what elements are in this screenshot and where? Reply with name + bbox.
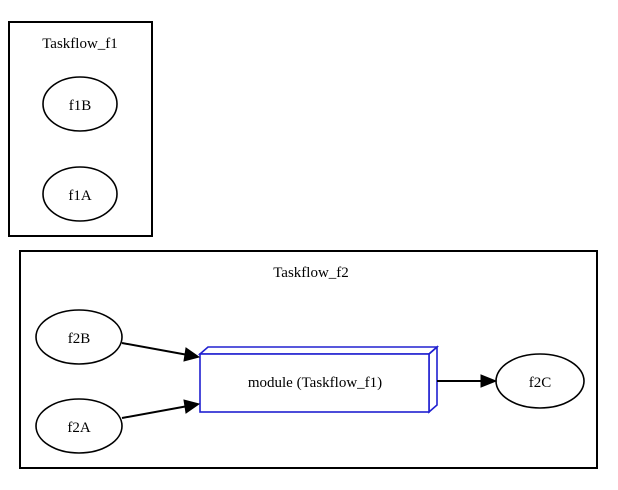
node-f2C-label: f2C xyxy=(529,375,552,391)
node-f2A-label: f2A xyxy=(67,420,90,436)
cluster-taskflow-f2: Taskflow_f2 xyxy=(19,250,598,469)
node-f1B[interactable]: f1B xyxy=(42,76,118,132)
node-f1B-shape[interactable] xyxy=(42,76,118,132)
node-f1A[interactable]: f1A xyxy=(42,166,118,222)
cluster-taskflow-f2-box xyxy=(19,250,598,469)
edge-f2B-to-module-arrowhead xyxy=(183,347,201,362)
edge-f2A-to-module xyxy=(121,399,201,419)
cluster-taskflow-f1-label: Taskflow_f1 xyxy=(42,36,118,52)
cluster-taskflow-f2-label: Taskflow_f2 xyxy=(273,265,349,281)
edge-f2A-to-module-line xyxy=(121,405,189,419)
node-f2A[interactable]: f2A xyxy=(35,398,123,454)
edge-f2A-to-module-arrowhead xyxy=(183,399,201,414)
cluster-taskflow-f1: Taskflow_f1 xyxy=(8,21,153,237)
node-f2A-shape[interactable] xyxy=(35,398,123,454)
edge-module-to-f2C-arrowhead xyxy=(480,374,498,388)
node-f2B-shape[interactable] xyxy=(35,309,123,365)
node-module-taskflow-f1[interactable]: module (Taskflow_f1) xyxy=(197,345,440,414)
node-f2B[interactable]: f2B xyxy=(35,309,123,365)
module-top-face xyxy=(197,346,440,355)
edge-f2B-to-module-line xyxy=(121,342,189,356)
cluster-taskflow-f1-box xyxy=(8,21,153,237)
node-f1A-shape[interactable] xyxy=(42,166,118,222)
node-f1A-label: f1A xyxy=(68,188,91,204)
node-f1B-label: f1B xyxy=(69,98,92,114)
module-front-face[interactable] xyxy=(199,353,430,413)
edge-module-to-f2C xyxy=(437,374,498,388)
node-f2B-label: f2B xyxy=(68,331,91,347)
module-label: module (Taskflow_f1) xyxy=(248,375,382,391)
module-right-face xyxy=(428,345,438,414)
edge-f2B-to-module xyxy=(121,342,201,362)
node-f2C[interactable]: f2C xyxy=(495,353,585,409)
